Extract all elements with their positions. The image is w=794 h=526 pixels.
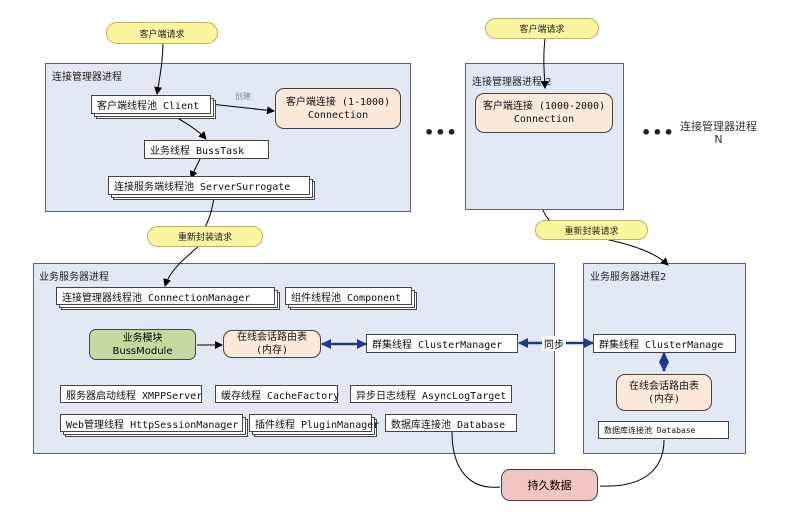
biz-server-title-2: 业务服务器进程2	[590, 272, 667, 283]
cache-factory-thread: 缓存线程 CacheFactory	[215, 385, 339, 403]
cluster-manager-1: 群集线程 ClusterManager	[366, 334, 518, 353]
persistent-data: 持久数据	[501, 469, 598, 501]
component-pool: 组件线程池 Component	[285, 287, 412, 305]
route-table-1-line1: 在线会话路由表	[237, 332, 307, 343]
route-table-1: 在线会话路由表 (内存)	[223, 330, 321, 358]
conn-mgr-n-label: 连接管理器进程 N	[680, 120, 757, 146]
conn-mgr-title-2: 连接管理器进程 2	[472, 77, 552, 88]
connection-2-line1: 客户端连接 (1000-2000)	[482, 101, 606, 112]
conn-mgr-title-1: 连接管理器进程	[52, 72, 122, 83]
edge-db2-to-persistent	[599, 439, 665, 487]
async-log-thread: 异步日志线程 AsyncLogTarget	[350, 385, 512, 403]
client-request-pill-1: 客户端请求	[106, 22, 218, 44]
edge-request-to-client-pool	[154, 39, 164, 95]
edge-repackage-to-biz	[163, 244, 201, 287]
conn-mgr-n-line1: 连接管理器进程	[680, 120, 757, 133]
buss-module-line2: BussModule	[112, 345, 173, 357]
repackage-request-pill-1: 重新封装请求	[147, 226, 263, 247]
ellipsis-dots-1: •••	[424, 123, 458, 142]
plugin-manager-thread: 插件线程 PluginManager	[249, 414, 379, 432]
buss-module-line1: 业务模块	[122, 332, 163, 344]
create-label: 创建	[235, 92, 251, 101]
client-thread-pool: 客户端线程池 Client	[91, 95, 211, 114]
edge-db1-to-persistent	[451, 431, 501, 488]
edge-surrogate-to-repackage	[203, 196, 215, 230]
edge-request2-to-conn-mgr-2	[540, 38, 549, 89]
edge-repackage2-to-biz2	[599, 237, 669, 266]
connection-1-line2: Connection	[307, 109, 369, 121]
edge-client-to-busstask	[169, 113, 207, 140]
repackage-request-pill-2: 重新封装请求	[535, 220, 648, 240]
database-pool-1: 数据库连接池 Database	[385, 414, 517, 432]
conn-mgr-n-line2: N	[714, 133, 723, 146]
route-table-2: 在线会话路由表 (内存)	[616, 374, 712, 411]
xmpp-server-thread: 服务器启动线程 XMPPServer	[60, 385, 202, 403]
client-request-pill-2: 客户端请求	[485, 18, 599, 39]
connection-1-line1: 客户端连接 (1-1000)	[285, 96, 391, 108]
http-session-manager: Web管理线程 HttpSessionManager	[60, 414, 243, 432]
client-connection-1000-2000: 客户端连接 (1000-2000) Connection	[475, 93, 613, 133]
connection-manager-pool: 连接管理器线程池 ConnectionManager	[56, 287, 275, 305]
connection-2-line2: Connection	[513, 114, 575, 125]
database-pool-2: 数据库连接池 Database	[598, 421, 729, 439]
buss-task-thread: 业务线程 BussTask	[144, 140, 269, 159]
ellipsis-dots-2: •••	[641, 123, 675, 142]
route-table-1-line2: (内存)	[255, 345, 289, 356]
sync-label: 同步	[542, 336, 566, 351]
buss-module: 业务模块 BussModule	[89, 329, 196, 360]
server-surrogate-pool: 连接服务端线程池 ServerSurrogate	[108, 176, 310, 195]
client-connection-1-1000: 客户端连接 (1-1000) Connection	[275, 88, 401, 129]
route-table-2-line1: 在线会话路由表	[629, 380, 699, 392]
edge-client-to-connection	[209, 103, 275, 115]
route-table-2-line2: (内存)	[647, 393, 681, 405]
cluster-manager-2: 群集线程 ClusterManage	[593, 334, 736, 353]
biz-server-title-1: 业务服务器进程	[39, 272, 109, 283]
